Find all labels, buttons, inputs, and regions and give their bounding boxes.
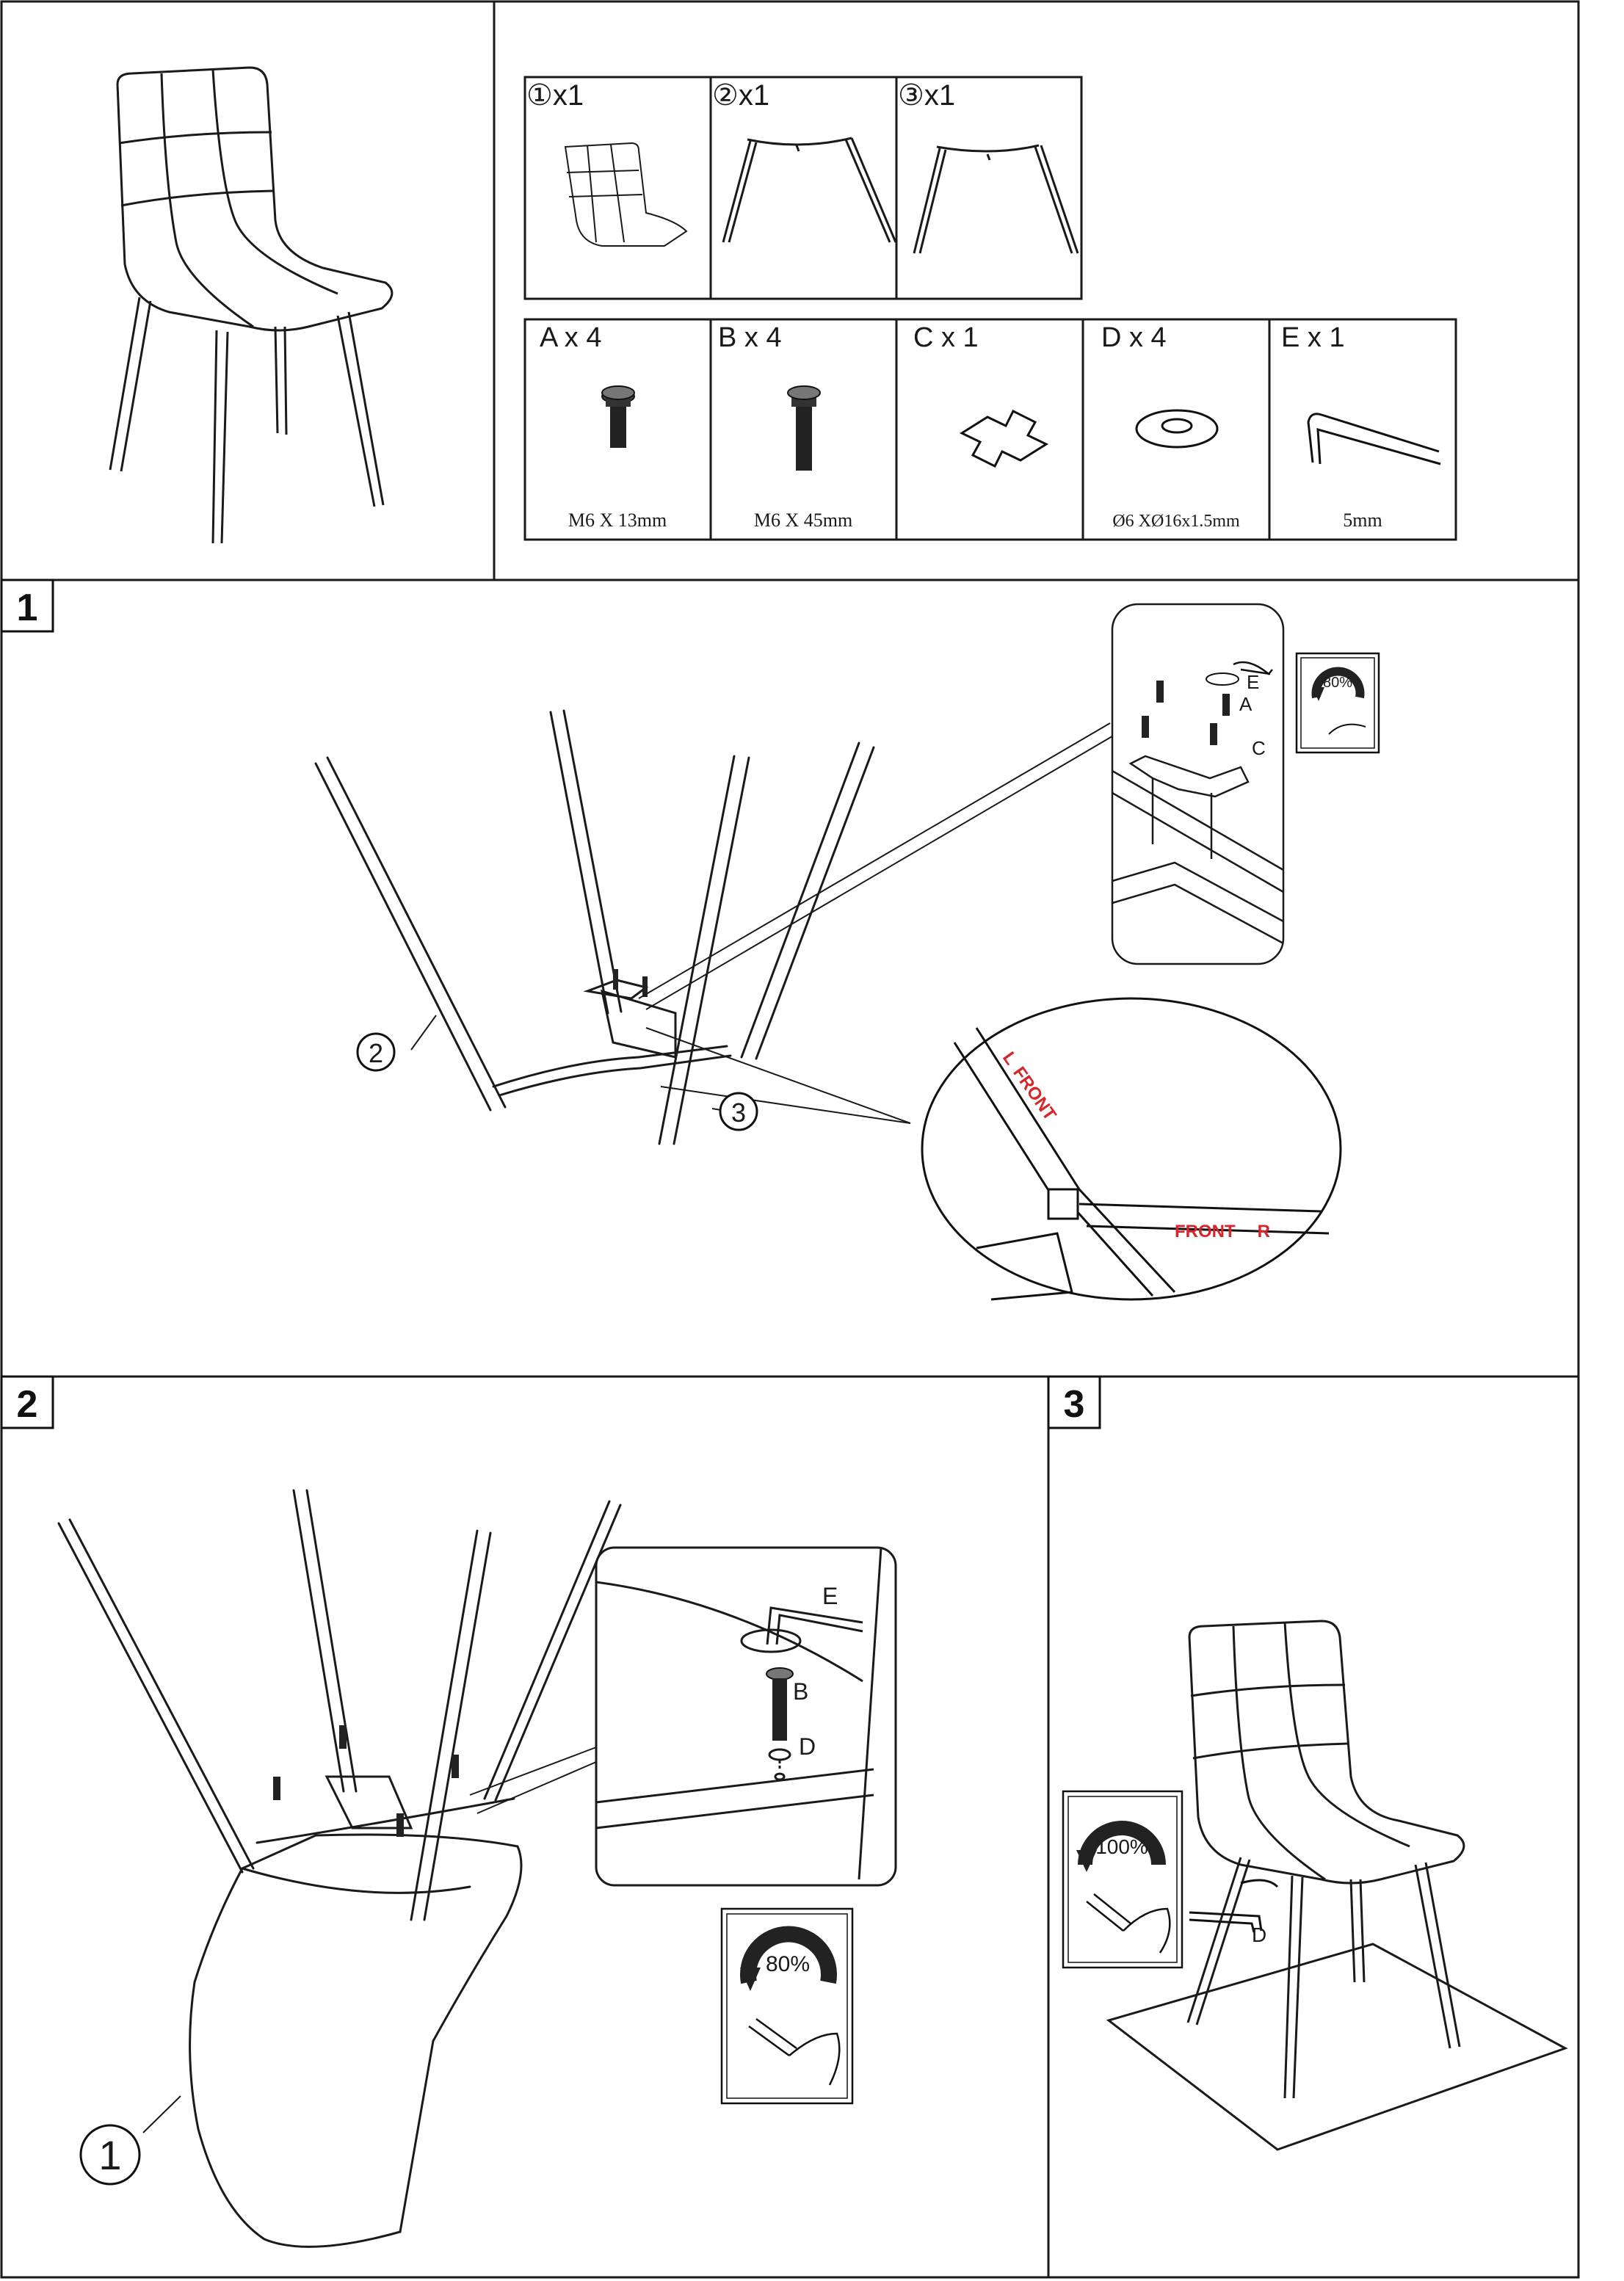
parts-labels: ①x1 ②x1 ③x1	[526, 79, 955, 112]
hardware-b-label: B x 4	[718, 322, 782, 353]
parts-table	[523, 76, 1083, 300]
step-3-allen-key	[1189, 1879, 1279, 1933]
part-1-seat-icon	[564, 142, 688, 247]
hardware-e-label: E x 1	[1281, 322, 1345, 353]
callout-leg-front-step-1: 2	[356, 1032, 396, 1072]
bolt-b-icon	[787, 385, 821, 471]
step-3-label-d: D	[1252, 1923, 1266, 1946]
part-1-label: ①x1	[526, 79, 584, 112]
bolt-a-icon	[601, 385, 635, 448]
hardware-e-spec: 5mm	[1343, 509, 1382, 531]
callout-seat-step-2: 1	[79, 2124, 141, 2186]
part-2-label: ②x1	[712, 79, 769, 112]
washer-d-icon	[1135, 409, 1219, 449]
step-1-front-zoom	[921, 997, 1342, 1301]
step-3-torque-badge	[1062, 1790, 1183, 1969]
step-2-torque-value: 80%	[766, 1952, 810, 1976]
step-1-bolts	[613, 969, 648, 997]
step-1-detail-hardware	[1142, 661, 1273, 745]
step-1-badge: 1	[0, 579, 54, 633]
step-3-floor	[1106, 1943, 1568, 2151]
step-2-bolts	[273, 1725, 459, 1837]
svg-text:2: 2	[17, 1383, 38, 1426]
step-2-label-d: D	[799, 1733, 816, 1760]
hardware-c-label: C x 1	[913, 322, 979, 353]
page-frames	[0, 0, 1580, 2279]
step-3-badge: 3	[1047, 1375, 1101, 1429]
hardware-labels: A x 4 B x 4 C x 1 D x 4 E x 1 M6 X 13mm …	[540, 322, 1382, 531]
svg-text:1: 1	[17, 587, 38, 629]
step-2-badge: 2	[0, 1375, 54, 1429]
step-1-frame-illustration	[314, 709, 875, 1145]
step-1-label-a: A	[1239, 693, 1253, 715]
step-1-leaders	[410, 722, 1117, 1124]
part-3-label: ③x1	[898, 79, 955, 112]
hardware-a-label: A x 4	[540, 322, 602, 353]
callout-leg-back-step-1: 3	[719, 1092, 758, 1131]
step-1-label-e: E	[1247, 671, 1259, 693]
hardware-d-label: D x 4	[1101, 322, 1167, 353]
svg-text:3: 3	[1064, 1383, 1085, 1426]
step-1-detail-panel	[1111, 603, 1285, 965]
step-2-leaders	[142, 1747, 597, 2133]
overview-chair-illustration	[109, 66, 394, 544]
hardware-b-spec: M6 X 45mm	[754, 509, 852, 531]
step-2-torque-badge	[720, 1907, 854, 2105]
step-3-torque-value: 100%	[1095, 1835, 1148, 1858]
step-2-detail-bolt	[766, 1667, 794, 1741]
svg-text:1: 1	[98, 2132, 121, 2178]
step-2-chair-illustration	[57, 1489, 622, 2248]
step-2-label-e: E	[822, 1583, 838, 1609]
step-2-label-b: B	[793, 1678, 808, 1705]
part-3-back-leg-icon	[913, 144, 1079, 254]
svg-text:3: 3	[731, 1098, 746, 1128]
step-1-torque-badge	[1295, 652, 1380, 754]
hardware-table	[523, 318, 1457, 541]
part-2-front-leg-icon	[722, 137, 897, 243]
svg-text:2: 2	[369, 1038, 383, 1068]
hardware-d-spec: Ø6 XØ16x1.5mm	[1112, 512, 1240, 531]
connector-plate-c-icon	[959, 409, 1049, 468]
step-2-detail-panel	[595, 1546, 897, 1887]
allen-key-e-icon	[1307, 413, 1441, 465]
step-1-torque-value: 80%	[1323, 675, 1352, 691]
step-1-label-c: C	[1252, 737, 1266, 759]
step-3-chair-illustration	[1186, 1620, 1465, 2099]
hardware-a-spec: M6 X 13mm	[568, 509, 667, 531]
